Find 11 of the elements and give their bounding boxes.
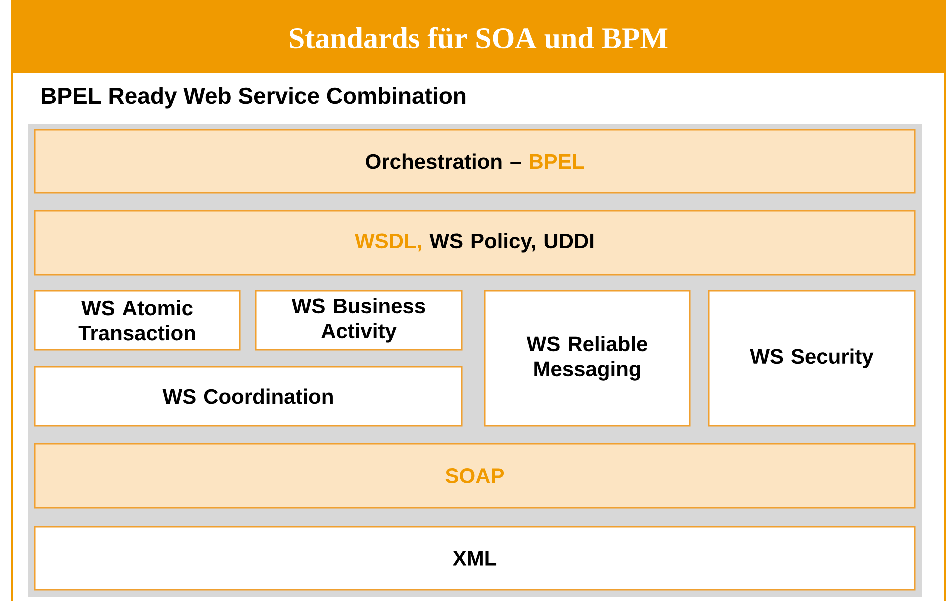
layer-box: SOAP — [34, 443, 916, 509]
layer-box: WSDL, WS Policy, UDDI — [34, 210, 916, 276]
title-banner: Standards für SOA und BPM — [12, 0, 945, 73]
layer-box: WS Business Activity — [255, 290, 463, 351]
layer-box: WS Reliable Messaging — [484, 290, 691, 427]
layer-box: WS Atomic Transaction — [34, 290, 241, 351]
layer-box: Orchestration – BPEL — [34, 129, 916, 194]
layer-box: WS Security — [708, 290, 916, 427]
subheading: BPEL Ready Web Service Combination — [42, 87, 466, 109]
layer-box: WS Coordination — [34, 366, 463, 427]
layer-box: XML — [34, 526, 916, 591]
